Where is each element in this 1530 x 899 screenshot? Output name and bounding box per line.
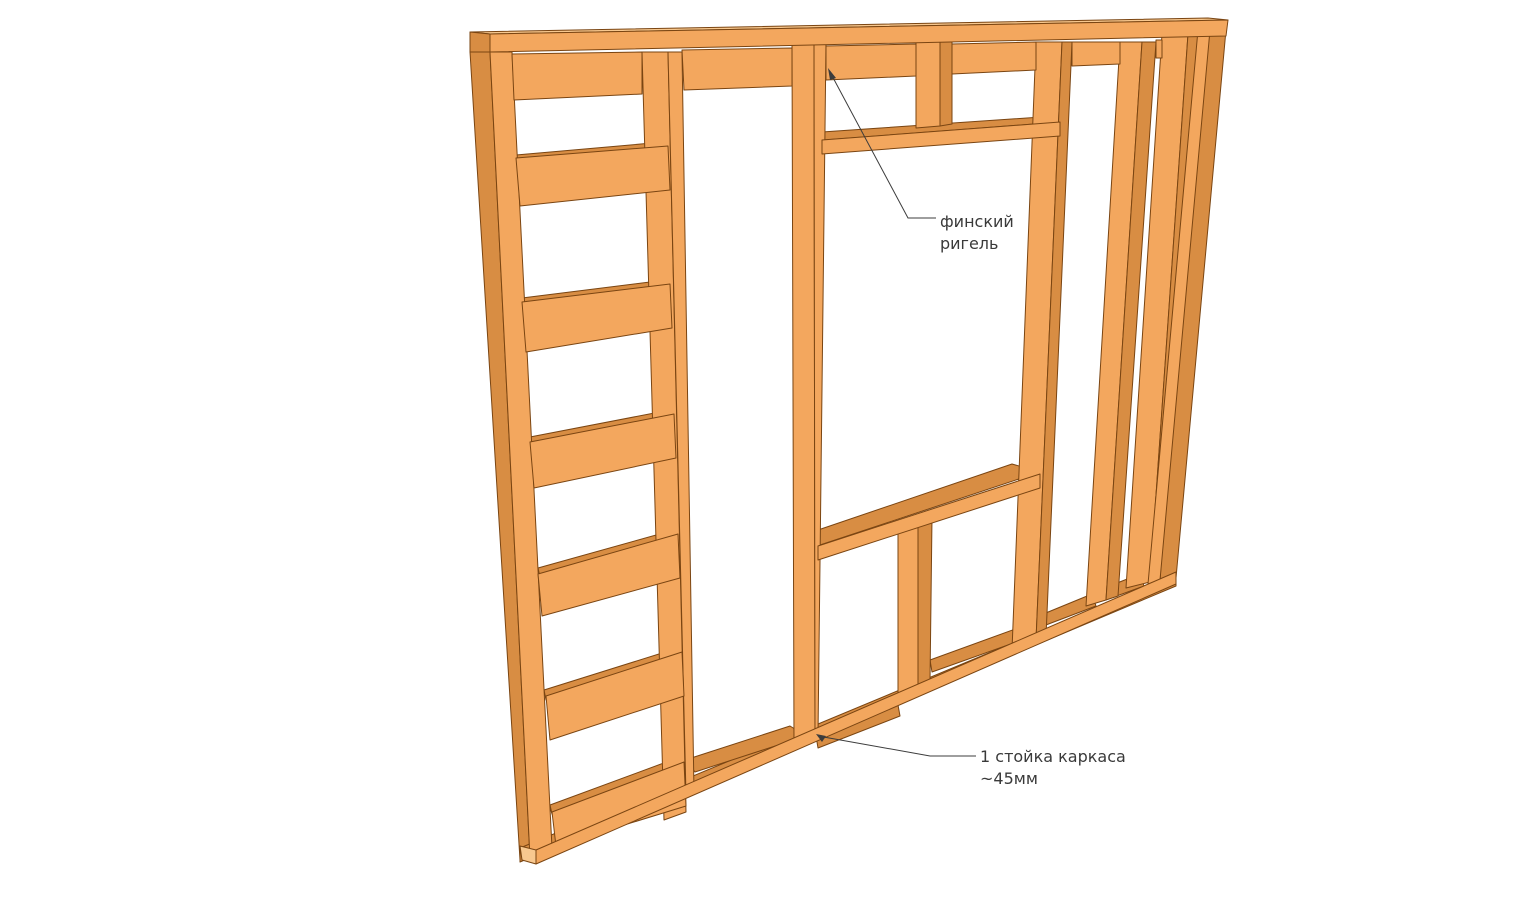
cripple-upper	[915, 41, 941, 129]
stud-arrowhead	[816, 734, 826, 742]
rigel-block	[951, 41, 1037, 75]
window-header	[821, 121, 1061, 155]
frame-studs	[489, 29, 1211, 859]
rigel-label-line2: ригель	[940, 234, 999, 253]
stud-e-side	[1105, 41, 1157, 601]
rigel-arrowhead	[828, 68, 836, 80]
rigel-block	[1071, 41, 1121, 67]
rigel-block-finnish	[825, 43, 917, 81]
rigel-label-line1: финский	[940, 212, 1014, 231]
rigel-label: финский ригель	[940, 211, 1014, 255]
cripple-upper-side	[939, 41, 953, 127]
rung	[515, 145, 671, 207]
rigel-block	[1155, 39, 1163, 59]
rung	[545, 651, 685, 741]
stud-b	[791, 41, 816, 746]
stud-label: 1 стойка каркаса ~45мм	[980, 746, 1126, 790]
rung	[537, 533, 681, 617]
leader-lines	[816, 68, 976, 757]
ladder-rungs	[515, 145, 687, 847]
rigel-leader	[829, 71, 936, 219]
rung	[551, 761, 687, 847]
stud-label-line2: ~45мм	[980, 769, 1038, 788]
stud-label-line1: 1 стойка каркаса	[980, 747, 1126, 766]
cripple-stud	[897, 521, 919, 694]
rigel-block	[511, 51, 643, 101]
top-plate-group	[469, 17, 1229, 101]
cripple-stud-side	[917, 517, 933, 687]
top-plate-side	[469, 31, 491, 53]
stud-leader	[817, 735, 976, 757]
window-members	[817, 121, 1061, 561]
bottom-plate-end	[519, 845, 537, 865]
bottom-plate-front	[535, 571, 1177, 865]
bottom-plate-group	[519, 571, 1177, 865]
window-sill	[817, 473, 1041, 561]
rigel-block	[681, 47, 793, 91]
rung	[529, 413, 677, 489]
rung	[521, 283, 673, 353]
